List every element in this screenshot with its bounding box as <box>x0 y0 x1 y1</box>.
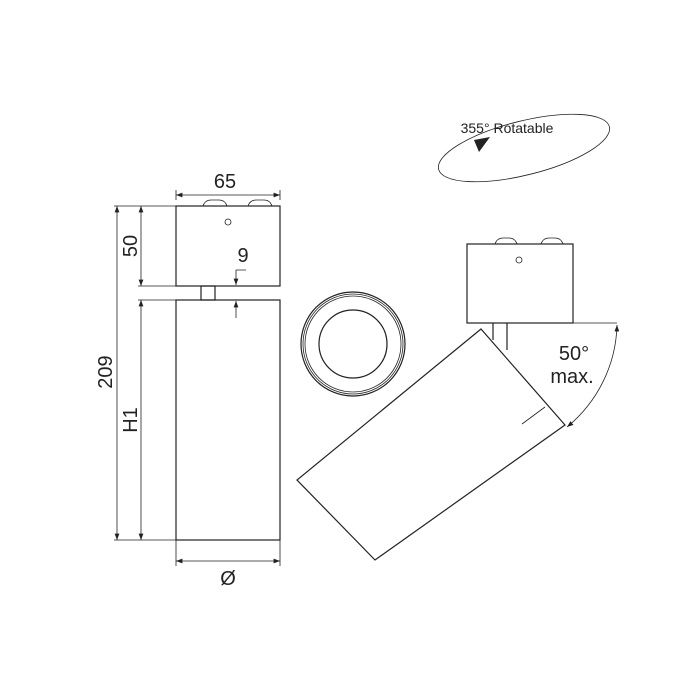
rotation-indicator: 355° Rotatable <box>437 113 611 183</box>
side-view: 65 50 209 H1 9 Ø <box>95 171 281 590</box>
lens <box>318 309 388 379</box>
width-label: 65 <box>214 171 236 193</box>
tilt-angle-label: 50° <box>559 343 589 365</box>
adapter-hole <box>224 218 232 226</box>
rotation-ellipse <box>437 113 611 183</box>
body-height-label: H1 <box>120 407 142 433</box>
cylinder-body <box>175 299 281 541</box>
stem <box>200 285 216 301</box>
total-height-label: 209 <box>95 355 117 388</box>
rotation-arrow-icon <box>474 137 490 152</box>
diameter-label: Ø <box>220 568 236 590</box>
tilted-adapter-box <box>466 243 574 324</box>
tilt-angle-arc <box>566 324 620 428</box>
tilt-max-label: max. <box>550 366 593 388</box>
tilted-view: 50° max. <box>296 237 620 561</box>
rotation-label: 355° Rotatable <box>461 120 554 136</box>
gap-label: 9 <box>237 245 248 267</box>
head-height-label: 50 <box>120 235 142 257</box>
adapter-contacts <box>202 199 273 207</box>
front-view <box>300 291 406 397</box>
tilted-cylinder <box>296 328 566 561</box>
track-adapter-box <box>175 205 281 287</box>
